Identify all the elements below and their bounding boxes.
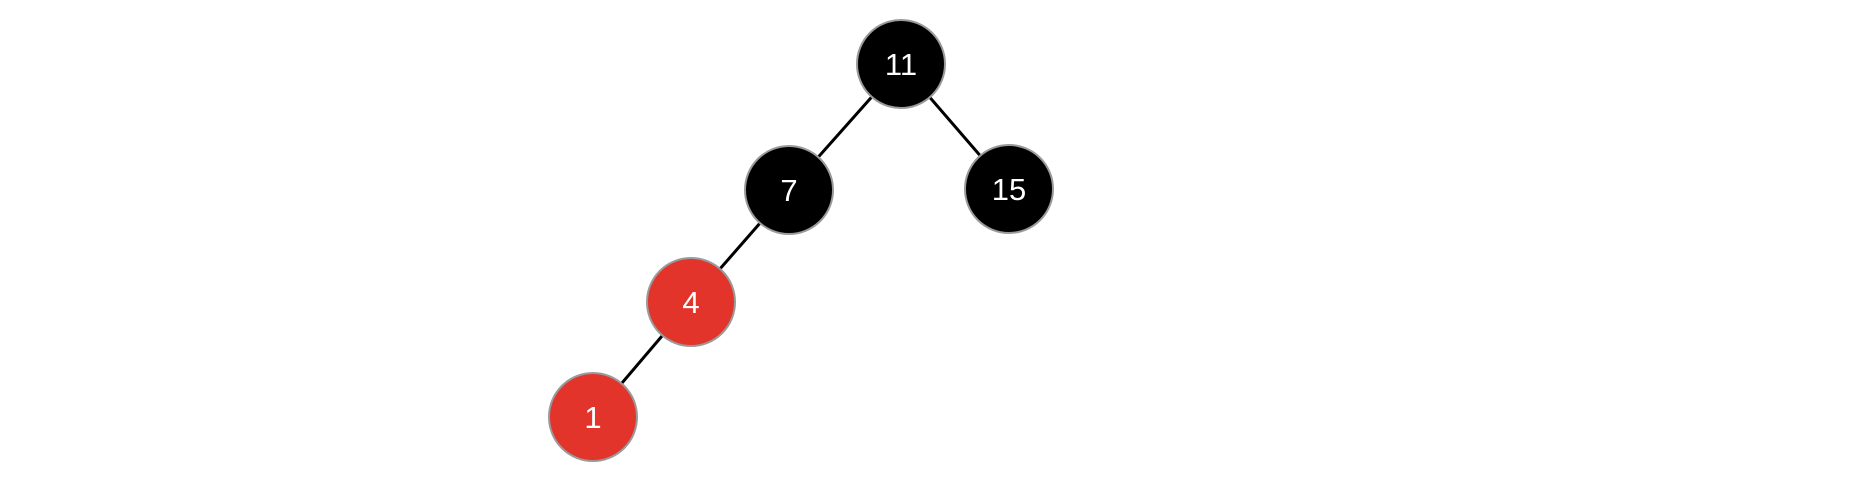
tree-node-circle-red bbox=[646, 257, 736, 347]
tree-node-circle-black bbox=[964, 144, 1054, 234]
tree-node-circle-black bbox=[744, 145, 834, 235]
tree-node-4: 4 bbox=[646, 257, 736, 347]
tree-node-15: 15 bbox=[964, 144, 1054, 234]
tree-node-circle-red bbox=[548, 372, 638, 462]
tree-node-7: 7 bbox=[744, 145, 834, 235]
tree-node-circle-black bbox=[856, 19, 946, 109]
tree-node-11: 11 bbox=[856, 19, 946, 109]
tree-node-1: 1 bbox=[548, 372, 638, 462]
